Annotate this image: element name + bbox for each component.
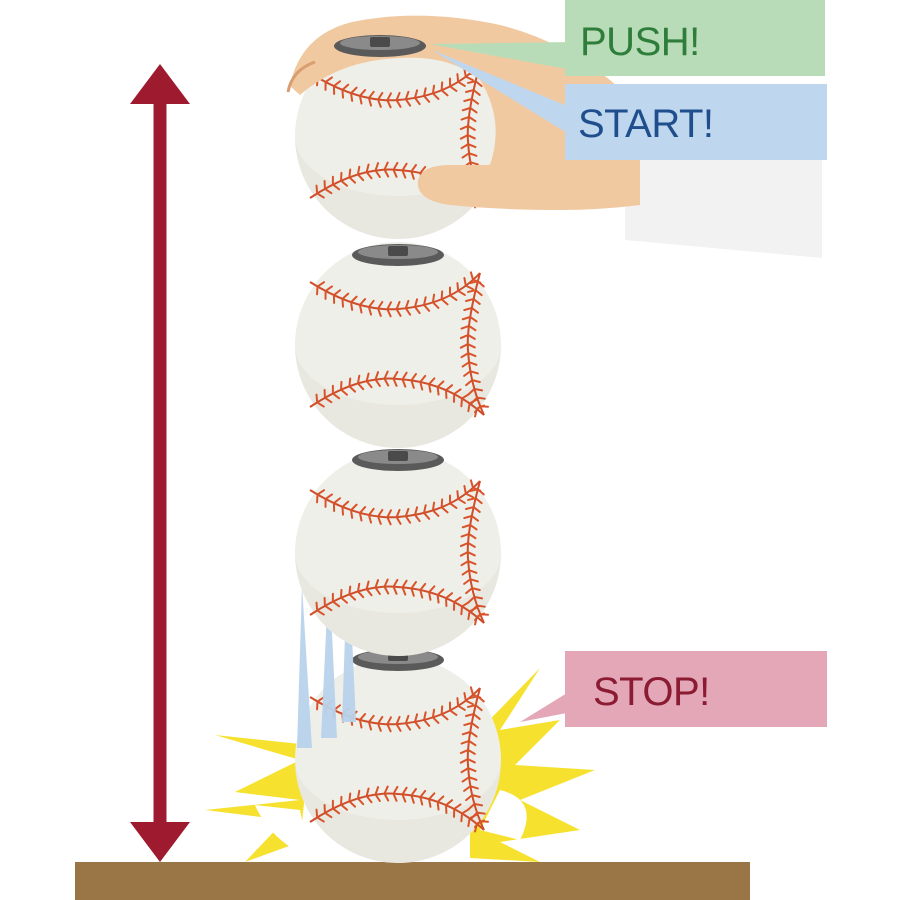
push-callout: PUSH!: [430, 0, 825, 76]
arrow-head-top: [130, 64, 190, 104]
stop-callout: STOP!: [520, 651, 827, 727]
push-label: PUSH!: [580, 20, 700, 64]
arrow-head-bottom: [130, 822, 190, 862]
sleeve: [625, 140, 822, 258]
drop-height-arrow: [130, 64, 190, 862]
ground-surface: [75, 862, 750, 900]
impact-burst-icon: [205, 668, 595, 862]
baseball-icon: [294, 449, 502, 657]
start-label: START!: [578, 102, 714, 146]
start-callout: START!: [432, 50, 827, 160]
push-label-box: [565, 0, 825, 76]
stop-label-box: [565, 651, 827, 727]
start-label-box: [565, 84, 827, 160]
baseball-icon: [294, 241, 502, 449]
stop-label: STOP!: [593, 670, 710, 714]
sensor-device-icon: [334, 35, 426, 57]
